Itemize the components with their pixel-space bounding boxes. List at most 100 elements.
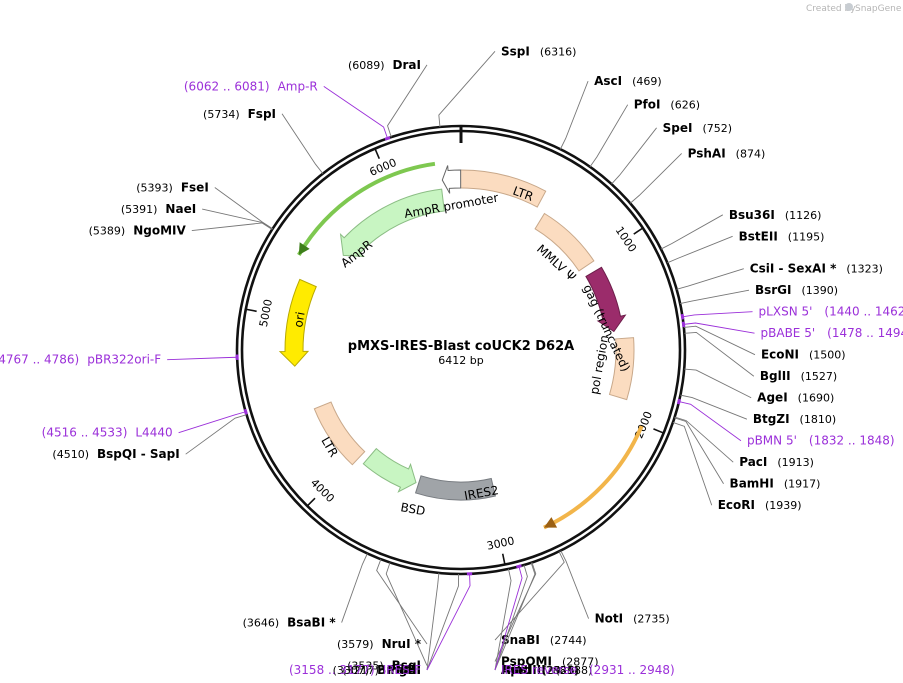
site-label[interactable]: (5389)NgoMIV: [89, 224, 187, 238]
enzyme-name: PshAI: [688, 146, 726, 160]
primer-name: pBABE 5': [761, 326, 816, 340]
enzyme-position: (1917): [784, 478, 821, 491]
ori-feature[interactable]: [278, 278, 317, 367]
site-label[interactable]: SnaBI(2744): [501, 633, 586, 647]
site-label[interactable]: (5391)NaeI: [121, 202, 196, 216]
site-label[interactable]: AscI(469): [594, 74, 662, 88]
enzyme-position: (6316): [540, 45, 577, 58]
insert-orf-arc[interactable]: [543, 425, 644, 530]
enzyme-name: SspI: [501, 44, 530, 58]
site-label[interactable]: EcoRI(1939): [718, 498, 802, 512]
site-connector: [214, 187, 273, 230]
primer-name: IRES-F: [383, 663, 421, 677]
primer-label[interactable]: IRES reverse(2931 .. 2948): [501, 663, 675, 677]
tick-label: 5000: [257, 298, 275, 328]
primer-site-mark: [384, 136, 391, 141]
enzyme-position: (2744): [550, 634, 587, 647]
insert-orf-arrowhead: [543, 517, 558, 528]
enzyme-position: (5393): [136, 182, 173, 195]
primer-site-mark: [676, 398, 682, 405]
primer-label[interactable]: (3158 .. 3177)IRES-F: [289, 663, 421, 677]
enzyme-position: (3307): [333, 664, 370, 677]
primer-connector: [323, 86, 388, 139]
site-label[interactable]: PshAI(874): [688, 146, 766, 160]
enzyme-name: FseI: [181, 181, 209, 195]
site-label[interactable]: HindIII(2988): [501, 663, 592, 677]
site-label[interactable]: PacI(1913): [739, 455, 814, 469]
primer-label[interactable]: pBMN 5'(1832 .. 1848): [747, 434, 895, 448]
site-connector: [672, 422, 713, 506]
primer-label[interactable]: pLXSN 5'(1440 .. 1462): [759, 305, 903, 319]
site-label[interactable]: EcoNI(1500): [761, 348, 846, 362]
site-label[interactable]: (6089)DraI: [348, 58, 421, 72]
enzyme-name: EcoNI: [761, 348, 799, 362]
brand-text: SnapGene: [855, 4, 902, 14]
primer-range: (4516 .. 4533): [42, 426, 128, 440]
enzyme-position: (1126): [785, 209, 822, 222]
site-label[interactable]: BsrGI(1390): [755, 283, 838, 297]
enzyme-name: PspOMI: [501, 655, 552, 669]
site-label[interactable]: Bsu36I(1126): [729, 208, 822, 222]
pol-region-feature[interactable]: [608, 337, 635, 401]
site-label[interactable]: (3535)BsgI: [347, 659, 421, 673]
site-label[interactable]: CsiI - SexAI *(1323): [750, 262, 883, 276]
enzyme-name: BsgI: [392, 659, 421, 673]
primer-label[interactable]: pBABE 5'(1478 .. 1494): [761, 326, 903, 340]
site-label[interactable]: AvrII(2915): [501, 663, 579, 677]
enzyme-name: AscI: [594, 74, 622, 88]
site-label[interactable]: SspI (6316): [501, 44, 576, 58]
primer-connector: [178, 411, 246, 434]
site-connector: [494, 568, 512, 671]
site-label[interactable]: BamHI(1917): [730, 477, 821, 491]
pol-region-label: pol region: [587, 334, 611, 396]
enzyme-name: CsiI - SexAI *: [750, 262, 837, 276]
site-label[interactable]: (3307) BmgBI: [333, 663, 421, 677]
primer-name: Amp-R: [278, 79, 318, 93]
tick-mark: [374, 148, 381, 160]
primer-label[interactable]: (4516 .. 4533) L4440: [42, 426, 173, 440]
enzyme-name: PflMI: [387, 663, 421, 677]
ampr-feature[interactable]: [339, 188, 445, 258]
site-label[interactable]: (5734)FspI: [203, 107, 276, 121]
site-label[interactable]: BglII(1527): [760, 369, 837, 383]
ltr-top-feature[interactable]: [458, 169, 547, 208]
site-connector: [629, 153, 682, 204]
primer-connector: [682, 311, 753, 318]
site-label[interactable]: SpeI(752): [663, 121, 732, 135]
site-label[interactable]: ApaI(2881): [501, 663, 578, 677]
site-label[interactable]: (3217)PflMI: [342, 663, 421, 677]
site-label[interactable]: BtgZI(1810): [753, 412, 836, 426]
ampr-promoter-feature[interactable]: [441, 165, 462, 194]
enzyme-position: (1690): [798, 392, 835, 405]
enzyme-position: (2915): [543, 664, 580, 677]
ltr-bottom-feature[interactable]: [313, 401, 366, 466]
enzyme-position: (5391): [121, 203, 158, 216]
site-connector: [185, 414, 247, 455]
mmlv-psi-feature[interactable]: [534, 212, 595, 272]
primer-connector: [167, 356, 238, 361]
site-label[interactable]: PspOMI(2877): [501, 655, 599, 669]
ampr-orf-arc[interactable]: [297, 161, 436, 256]
enzyme-name: BmgBI: [377, 663, 421, 677]
enzyme-name: AgeI: [757, 391, 787, 405]
enzyme-position: (5734): [203, 108, 240, 121]
site-label[interactable]: NotI(2735): [595, 612, 670, 626]
site-label[interactable]: (4510)BspQI - SapI: [52, 447, 179, 461]
site-label[interactable]: AgeI (1690): [757, 391, 834, 405]
gag-feature[interactable]: [585, 266, 627, 333]
site-label[interactable]: BstEII(1195): [739, 229, 825, 243]
site-label[interactable]: (3646)BsaBI *: [243, 616, 337, 630]
site-label[interactable]: PfoI(626): [634, 98, 700, 112]
site-label[interactable]: (5393) FseI: [136, 181, 209, 195]
site-label[interactable]: (3579)NruI *: [337, 637, 422, 651]
primer-site-mark: [516, 564, 522, 569]
primer-label[interactable]: (4767 .. 4786)pBR322ori-F: [0, 353, 161, 367]
ires2-feature[interactable]: [414, 475, 496, 501]
bsd-feature[interactable]: [362, 447, 417, 493]
primer-label[interactable]: (6062 .. 6081)Amp-R: [184, 79, 318, 93]
enzyme-position: (1913): [777, 456, 814, 469]
enzyme-position: (752): [702, 122, 732, 135]
primer-name: L4440: [135, 426, 172, 440]
enzyme-position: (626): [670, 99, 700, 112]
